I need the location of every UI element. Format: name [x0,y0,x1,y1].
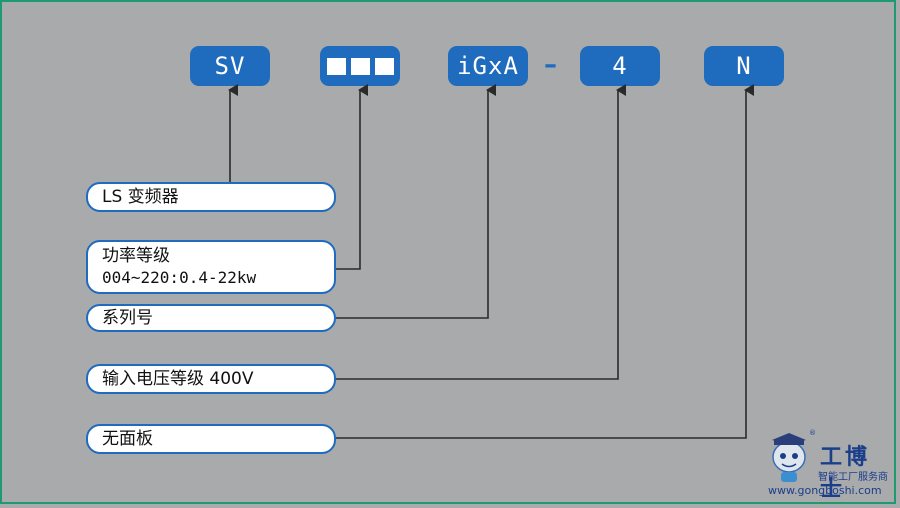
code-dash: – [544,50,557,80]
placeholder-square [350,57,370,75]
label-power-title: 功率等级 [102,246,170,266]
code-series-text: iGxA [457,52,519,80]
connector-series [336,84,496,319]
logo-subtitle: 智能工厂服务商 [818,472,888,483]
code-box-voltage: 4 [580,46,660,86]
code-voltage-text: 4 [612,52,628,80]
logo-url: www.gongboshi.com [768,484,882,497]
label-voltage: 输入电压等级 400V [86,364,336,394]
label-power-range: 004~220:0.4-22kw [102,268,257,287]
label-power: 功率等级 004~220:0.4-22kw [86,240,336,294]
connector-power [336,84,368,270]
connector-panel [336,84,754,439]
code-box-model: SV [190,46,270,86]
connector-voltage [336,84,626,380]
logo-title: 工博士 [820,444,871,502]
placeholder-square [326,57,346,75]
code-box-power [320,46,400,86]
label-panel-text: 无面板 [102,429,153,449]
code-box-panel: N [704,46,784,86]
logo-watermark: ® 工博士 智能工厂服务商 www.gongboshi.com [762,427,892,502]
label-brand-text: LS 变频器 [102,187,179,207]
label-series-text: 系列号 [102,308,153,328]
label-panel: 无面板 [86,424,336,454]
code-model-text: SV [214,52,246,80]
code-box-series: iGxA [448,46,528,86]
placeholder-square [374,57,394,75]
registered-mark: ® [809,429,816,437]
label-voltage-text: 输入电压等级 400V [102,369,254,389]
placeholder-squares [326,57,394,75]
label-brand: LS 变频器 [86,182,336,212]
mascot-icon [772,433,806,482]
label-series: 系列号 [86,304,336,332]
code-panel-text: N [736,52,752,80]
